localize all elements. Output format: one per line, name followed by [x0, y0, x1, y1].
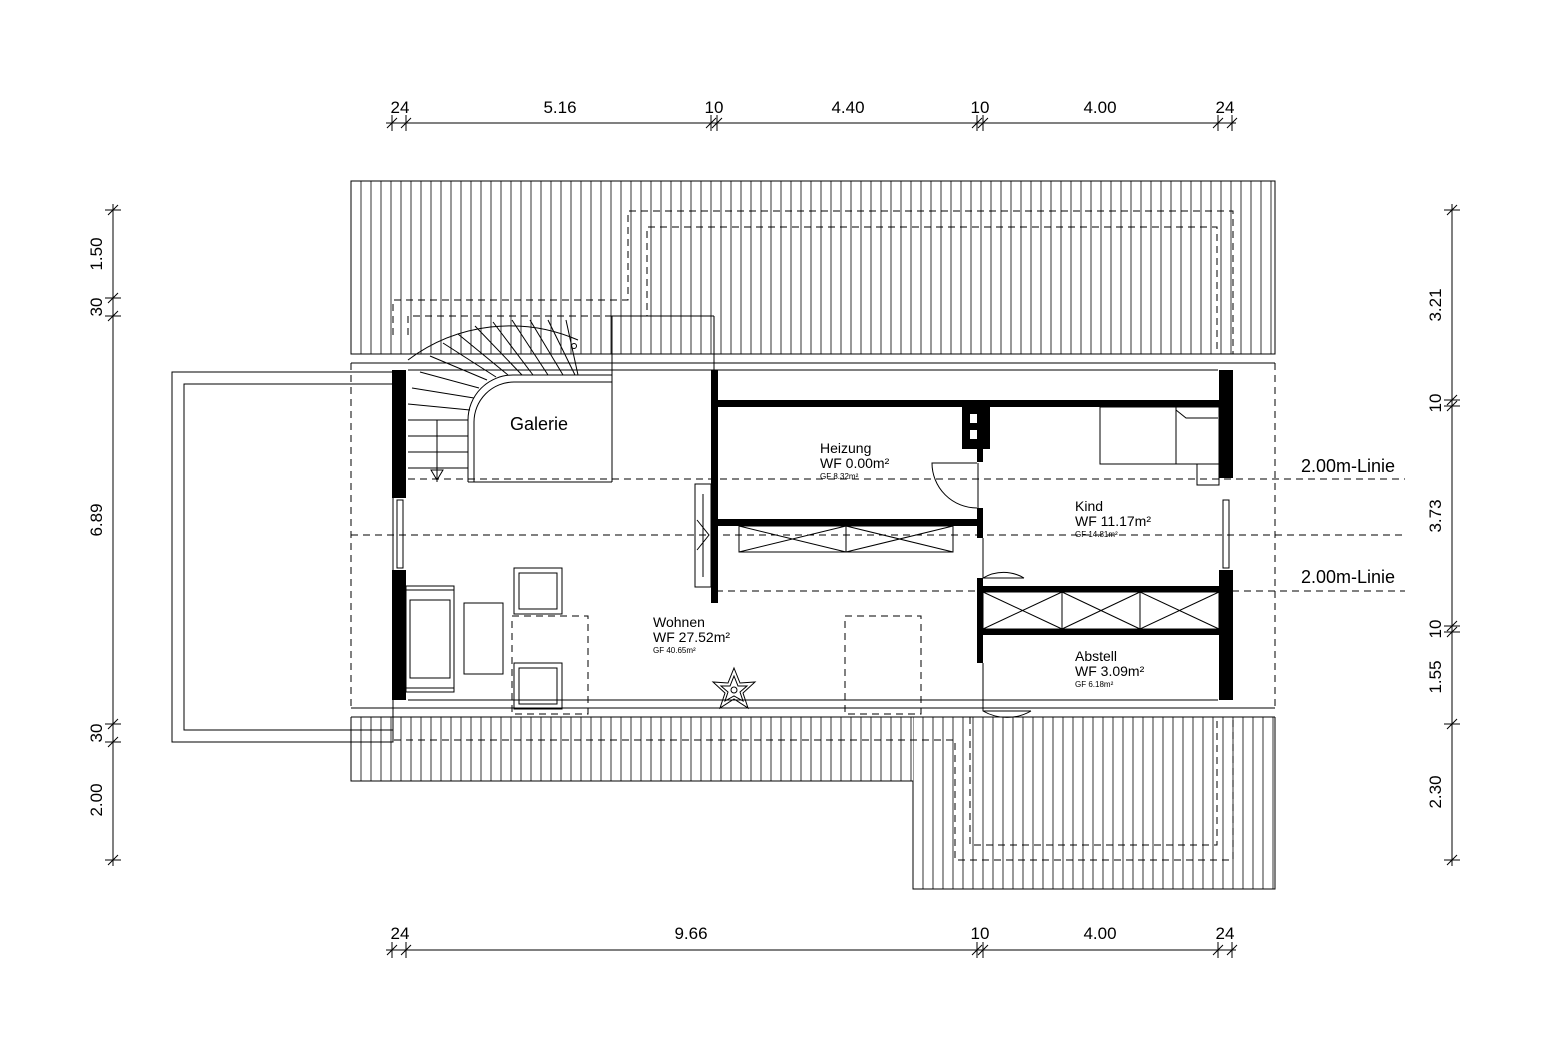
armchairs	[513, 567, 563, 710]
dimension-top: 24 5.16 10 4.40 10 4.00 24	[386, 98, 1238, 131]
linie-label-1: 2.00m-Linie	[1301, 456, 1395, 476]
skylight-2	[844, 615, 922, 715]
dim-left-3: 30	[87, 724, 106, 743]
room-abstell: Abstell WF 3.09m² GF 6.18m²	[1075, 648, 1145, 689]
dim-top-1: 5.16	[543, 98, 576, 117]
room-name-galerie: Galerie	[510, 414, 568, 434]
dim-right-2: 3.73	[1426, 499, 1445, 532]
room-wf-wohnen: WF 27.52m²	[653, 629, 730, 645]
dim-bottom-0: 24	[391, 924, 410, 943]
balcony	[171, 371, 394, 743]
room-heizung: Heizung WF 0.00m² GF 8.32m²	[820, 440, 890, 481]
dim-left-4: 2.00	[87, 783, 106, 816]
plant-icon	[711, 666, 757, 710]
dim-right-1: 10	[1426, 394, 1445, 413]
room-gf-kind: GF 14.81m²	[1075, 530, 1118, 539]
dim-bottom-3: 4.00	[1083, 924, 1116, 943]
skylight-1	[511, 615, 589, 715]
dim-top-2: 10	[705, 98, 724, 117]
dimension-left: 1.50 30 6.89 30 2.00	[87, 204, 121, 866]
dim-left-0: 1.50	[87, 237, 106, 270]
stair	[407, 319, 612, 482]
dim-top-4: 10	[971, 98, 990, 117]
wardrobe-heizung	[738, 525, 954, 553]
walls	[392, 315, 1233, 701]
dim-top-5: 4.00	[1083, 98, 1116, 117]
room-gf-wohnen: GF 40.65m²	[653, 646, 696, 655]
room-gf-heizung: GF 8.32m²	[820, 472, 859, 481]
dim-top-0: 24	[391, 98, 410, 117]
roof-bottom-left	[351, 717, 912, 781]
room-name-heizung: Heizung	[820, 440, 871, 456]
dimension-right: 3.21 10 3.73 10 1.55 2.30	[1426, 204, 1460, 866]
furniture	[405, 406, 1220, 715]
wardrobe-kind	[982, 591, 1220, 630]
dim-bottom-1: 9.66	[674, 924, 707, 943]
room-name-kind: Kind	[1075, 498, 1103, 514]
dim-left-2: 6.89	[87, 503, 106, 536]
dim-top-3: 4.40	[831, 98, 864, 117]
roof-bottom-right	[913, 717, 1274, 889]
dim-top-6: 24	[1216, 98, 1235, 117]
dim-ticks-top	[386, 115, 1238, 131]
linie-label-2: 2.00m-Linie	[1301, 567, 1395, 587]
roof-top	[350, 180, 1276, 355]
roof-bottom-outline	[350, 717, 1276, 890]
room-name-wohnen: Wohnen	[653, 614, 705, 630]
room-wf-abstell: WF 3.09m²	[1075, 663, 1145, 679]
dim-left-1: 30	[87, 298, 106, 317]
room-name-abstell: Abstell	[1075, 648, 1117, 664]
dim-right-0: 3.21	[1426, 288, 1445, 321]
dim-right-3: 10	[1426, 620, 1445, 639]
sofa	[405, 585, 455, 693]
room-wf-kind: WF 11.17m²	[1075, 513, 1151, 529]
coffee-table	[463, 602, 504, 675]
dim-right-5: 2.30	[1426, 775, 1445, 808]
dim-bottom-4: 24	[1216, 924, 1235, 943]
room-kind: Kind WF 11.17m² GF 14.81m²	[1075, 498, 1151, 539]
room-wohnen: Wohnen WF 27.52m² GF 40.65m²	[653, 614, 730, 655]
dimension-bottom: 24 9.66 10 4.00 24	[386, 924, 1238, 958]
dim-bottom-2: 10	[971, 924, 990, 943]
doors	[931, 462, 1032, 718]
room-gf-abstell: GF 6.18m²	[1075, 680, 1114, 689]
room-wf-heizung: WF 0.00m²	[820, 455, 890, 471]
room-galerie: Galerie	[510, 414, 568, 434]
radiator	[694, 483, 712, 588]
dim-right-4: 1.55	[1426, 660, 1445, 693]
